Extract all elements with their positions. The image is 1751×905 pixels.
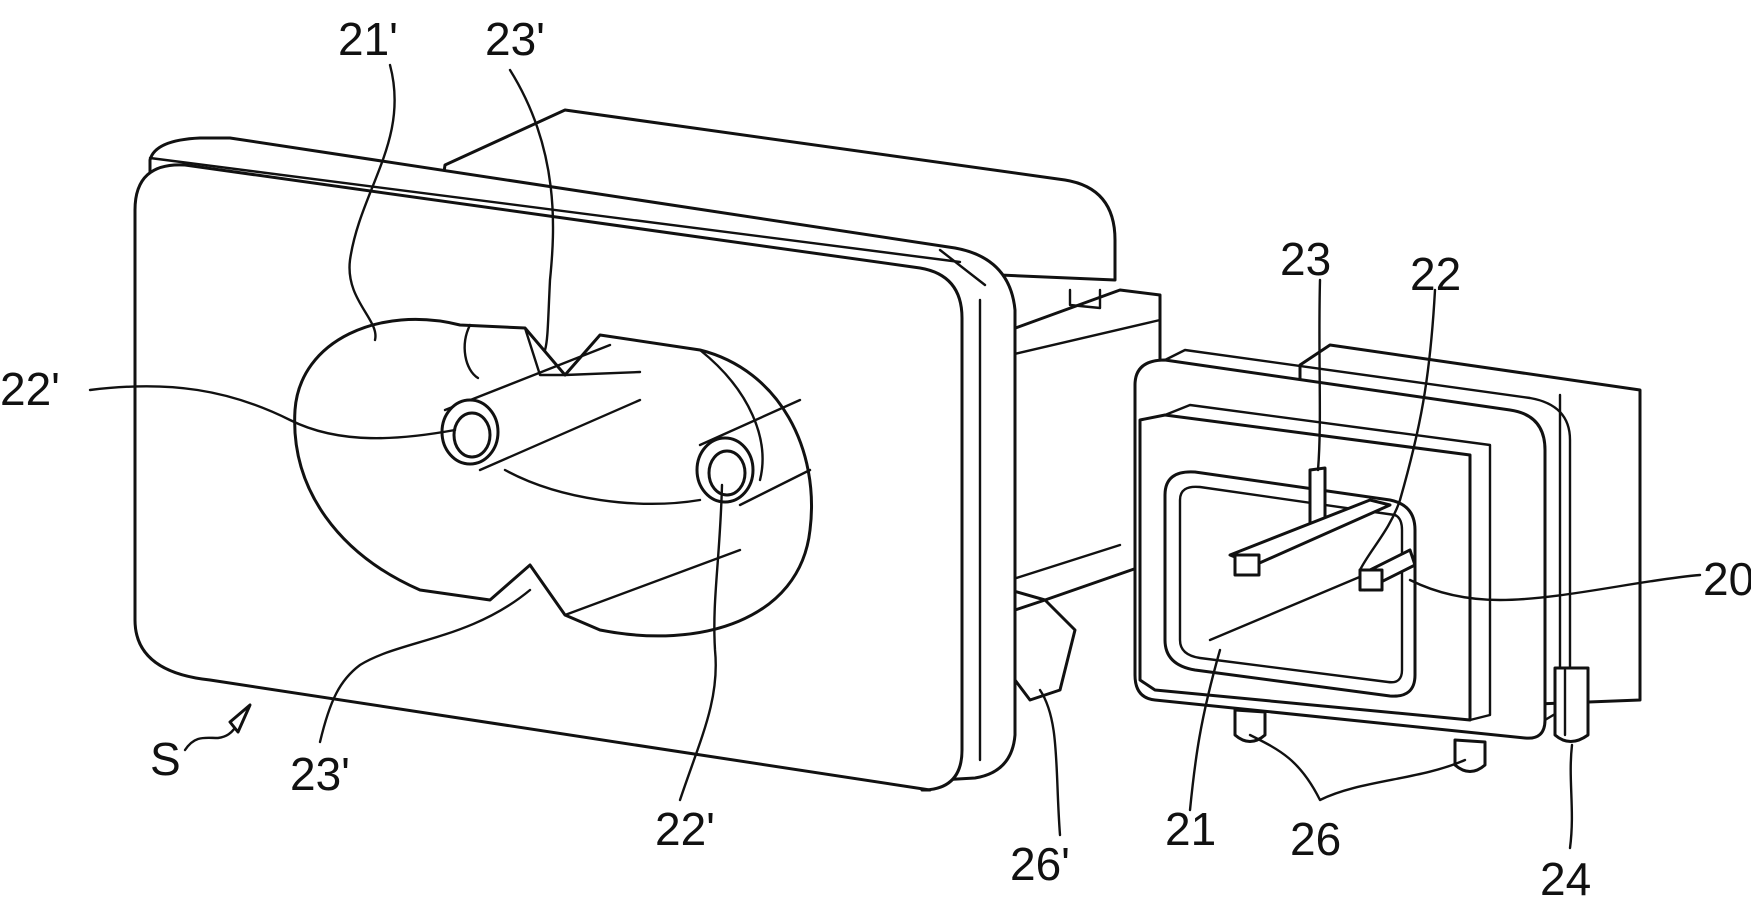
receptacle-body (135, 110, 1160, 790)
leader-26 (1250, 735, 1465, 800)
label-24: 24 (1540, 853, 1591, 905)
label-22: 22 (1410, 248, 1461, 300)
label-23-prime-bottom: 23' (290, 748, 350, 800)
label-23: 23 (1280, 233, 1331, 285)
label-26: 26 (1290, 813, 1341, 865)
pin-24 (1555, 668, 1588, 742)
label-23-prime-top: 23' (485, 13, 545, 65)
label-20: 20 (1703, 553, 1751, 605)
label-22-prime-bottom: 22' (655, 803, 715, 855)
arrow-S (230, 705, 250, 732)
label-21: 21 (1165, 803, 1216, 855)
label-S: S (150, 733, 181, 785)
leader-24 (1570, 745, 1572, 848)
label-22-prime-left: 22' (0, 363, 60, 415)
leader-26-prime (1040, 690, 1060, 835)
label-26-prime: 26' (1010, 838, 1070, 890)
label-21-prime: 21' (338, 13, 398, 65)
